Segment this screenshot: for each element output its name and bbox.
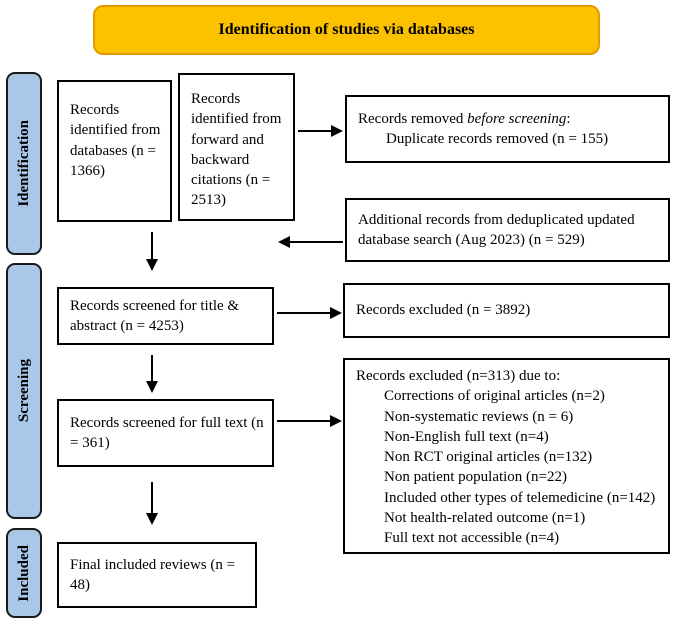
exclusion-reason: Corrections of original articles (n=2)	[384, 388, 605, 405]
exclusion-reason: Non patient population (n=22)	[384, 469, 568, 486]
box-final-included: Final included reviews (n = 48)	[57, 542, 257, 608]
box-records-removed: Records removed before screening: Duplic…	[345, 95, 670, 163]
box-excluded-fulltext-reasons: Corrections of original articles (n=2) No…	[384, 386, 660, 548]
arrow-fulltext-to-excluded	[277, 415, 342, 427]
stage-included: Included	[6, 528, 42, 618]
arrow-databases-down	[146, 232, 158, 271]
stage-screening: Screening	[6, 263, 42, 519]
stage-identification-label: Identification	[15, 120, 32, 207]
stage-screening-label: Screening	[15, 359, 32, 423]
box-excluded-title-abstract-text: Records excluded (n = 3892)	[356, 302, 531, 319]
diagram-title: Identification of studies via databases	[218, 21, 475, 38]
exclusion-reason: Non-English full text (n=4)	[384, 428, 549, 445]
arrow-fulltext-down	[146, 482, 158, 525]
arrow-titleabstract-to-excluded	[277, 307, 342, 319]
box-excluded-fulltext: Records excluded (n=313) due to: Correct…	[343, 358, 670, 554]
stage-included-label: Included	[15, 544, 32, 602]
box-records-removed-line2: Duplicate records removed (n = 155)	[386, 131, 609, 147]
exclusion-reason: Full text not accessible (n=4)	[384, 530, 560, 546]
box-excluded-fulltext-title: Records excluded (n=313) due to:	[356, 368, 561, 384]
box-records-citations: Records identified from forward and back…	[178, 73, 295, 221]
box-final-included-text: Final included reviews (n = 48)	[70, 556, 236, 593]
box-screened-title-abstract: Records screened for title & abstract (n…	[57, 287, 274, 345]
exclusion-reason: Included other types of telemedicine (n=…	[384, 489, 656, 506]
records-removed-suffix: :	[566, 110, 571, 127]
box-records-citations-text: Records identified from forward and back…	[191, 91, 282, 209]
diagram-title-banner: Identification of studies via databases	[93, 5, 600, 55]
stage-identification: Identification	[6, 72, 42, 255]
records-removed-prefix: Records removed	[358, 110, 468, 127]
box-screened-fulltext: Records screened for full text (n = 361)	[57, 399, 274, 467]
exclusion-reason: Non RCT original articles (n=132)	[384, 449, 593, 465]
box-screened-title-abstract-text: Records screened for title & abstract (n…	[70, 297, 240, 334]
box-records-databases-text: Records identified from databases (n = 1…	[70, 102, 161, 179]
exclusion-reason: Not health-related outcome (n=1)	[384, 509, 586, 526]
arrow-titleabstract-down	[146, 355, 158, 393]
box-additional-records: Additional records from deduplicated upd…	[345, 198, 670, 262]
box-additional-records-text: Additional records from deduplicated upd…	[358, 211, 635, 248]
box-records-removed-line1: Records removed before screening:	[358, 109, 660, 129]
box-screened-fulltext-text: Records screened for full text (n = 361)	[70, 414, 264, 451]
arrow-citations-to-removed	[298, 125, 343, 137]
arrow-additional-to-flow	[278, 236, 343, 248]
box-excluded-title-abstract: Records excluded (n = 3892)	[343, 283, 670, 338]
box-records-databases: Records identified from databases (n = 1…	[57, 80, 172, 222]
records-removed-italic: before screening	[467, 110, 567, 127]
exclusion-reason: Non-systematic reviews (n = 6)	[384, 408, 574, 425]
